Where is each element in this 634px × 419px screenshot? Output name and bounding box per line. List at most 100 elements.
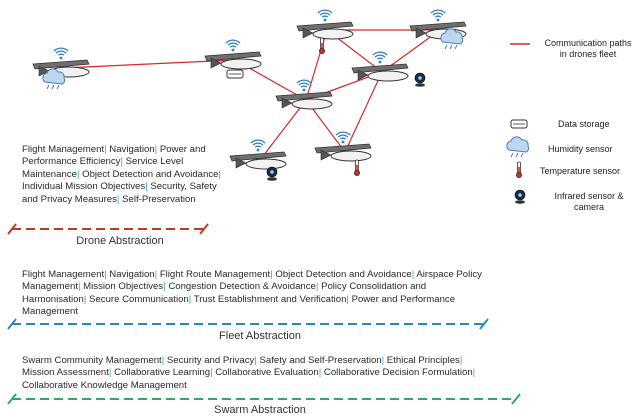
wifi-dot: [378, 60, 382, 64]
cloud-shape: [506, 136, 530, 153]
drone-wing: [314, 143, 372, 154]
camera-base: [415, 83, 425, 87]
drone-wing: [296, 21, 354, 32]
wifi-arc: [434, 15, 442, 18]
rain-drop: [46, 84, 50, 90]
wifi-arc: [229, 45, 237, 48]
fleet-function-item: Secure Communication: [89, 293, 189, 305]
thermo-bulb: [516, 171, 523, 178]
thermo-bulb: [353, 169, 360, 176]
wifi-arc: [250, 139, 266, 144]
separator-bar: |: [346, 293, 352, 305]
drone-body: [291, 98, 333, 110]
swarm-abstraction-title: Swarm Abstraction: [214, 404, 306, 416]
thermo-bulb: [318, 48, 325, 55]
swarm-function-item: Swarm Community Management: [22, 355, 162, 366]
separator-bar: |: [76, 168, 83, 180]
separator-bar: |: [154, 269, 160, 280]
fleet-abstraction-title: Fleet Abstraction: [219, 330, 301, 342]
swarm-function-item: Collaborative Knowledge Management: [22, 379, 187, 391]
separator-bar: |: [459, 355, 463, 366]
separator-bar: |: [108, 367, 115, 379]
communication-path: [259, 99, 307, 161]
separator-bar: |: [78, 281, 84, 293]
legend-humidity-icon: [506, 136, 530, 158]
drone-G: [229, 139, 287, 170]
boundary-tick: [7, 393, 17, 405]
legend-data-storage-label: Data storage: [558, 119, 610, 129]
separator-bar: |: [411, 269, 417, 280]
rain-drop: [520, 152, 524, 158]
swarm-function-item: Mission Assessment: [22, 367, 109, 379]
wifi-dot: [341, 140, 345, 144]
fleet-function-item: Mission Objectives: [83, 281, 164, 293]
drone-wing: [275, 91, 333, 102]
fleet-abstraction-functions: Flight Management| Navigation| Flight Ro…: [22, 269, 492, 319]
swarm-function-item: Security and Privacy: [166, 355, 255, 366]
legend-humidity-label: Humidity sensor: [548, 144, 613, 154]
drone-body: [367, 70, 409, 82]
separator-bar: |: [381, 355, 387, 366]
separator-bar: |: [104, 144, 110, 155]
legend-temperature-label: Temperature sensor: [540, 166, 621, 176]
drone-wing: [351, 63, 409, 74]
wifi-arc: [53, 47, 69, 52]
boundary-tick: [479, 318, 489, 330]
drone-abstraction-line: [7, 223, 209, 235]
separator-bar: |: [116, 193, 123, 205]
wifi-dot: [323, 18, 327, 22]
legend-infrared-label: Infrared sensor & camera: [554, 191, 624, 212]
fleet-function-item: Object Detection and Avoidance: [275, 269, 412, 280]
wifi-arc: [225, 39, 241, 44]
drone-function-item: Individual Mission Objectives: [22, 181, 146, 193]
swarm-function-item: Safety and Self-Preservation: [259, 355, 382, 366]
communication-path: [62, 59, 236, 69]
separator-bar: |: [145, 181, 151, 193]
cloud-shape: [42, 68, 66, 85]
drone-function-item: Service Level Maintenance: [22, 156, 184, 180]
drone-C: [296, 9, 354, 40]
swarm-abstraction-functions: Swarm Community Management| Security and…: [22, 355, 492, 392]
wifi-arc: [321, 15, 329, 18]
drone-abstraction-functions: Flight Management| Navigation| Power and…: [22, 144, 232, 206]
drone-abstraction-title: Drone Abstraction: [76, 235, 164, 247]
drone-function-item: Object Detection and Avoidance: [82, 168, 219, 180]
rain-drop: [449, 44, 453, 50]
separator-bar: |: [318, 367, 324, 379]
separator-bar: |: [270, 269, 276, 280]
separator-bar: |: [120, 156, 126, 168]
wifi-arc: [252, 142, 264, 146]
wifi-dot: [59, 56, 63, 60]
wifi-arc: [430, 9, 446, 14]
drone-function-item: Security, Safety and Privacy Measures: [22, 181, 217, 205]
wifi-icon: [53, 47, 69, 60]
wifi-arc: [254, 145, 262, 148]
drone-wing: [204, 51, 262, 62]
wifi-arc: [337, 134, 349, 138]
drone-tail: [38, 65, 50, 77]
wifi-arc: [432, 12, 444, 16]
wifi-arc: [317, 9, 333, 14]
drone-body: [245, 158, 287, 170]
rain-drop: [515, 152, 519, 158]
swarm-function-item: Collaborative Decision Formulation: [323, 367, 473, 379]
swarm-abstraction-line: [7, 393, 521, 405]
drone-wing: [409, 21, 467, 32]
rain-drop: [56, 84, 60, 90]
drone-B: [204, 39, 262, 70]
legend-temperature-icon: [516, 161, 523, 178]
drone-E: [351, 51, 409, 82]
wifi-arc: [57, 53, 65, 56]
separator-bar: |: [210, 367, 216, 379]
drone-F: [275, 79, 333, 110]
swarm-function-item: Ethical Principles: [386, 355, 460, 366]
separator-bar: |: [218, 168, 221, 180]
separator-bar: |: [315, 281, 322, 293]
thermo-fill: [518, 167, 520, 174]
fleet-function-item: Policy Consolidation and Harmonisation: [22, 281, 427, 305]
separator-bar: |: [472, 367, 476, 379]
data-storage-icon: [226, 69, 244, 79]
rain-drop: [444, 44, 448, 50]
camera-base: [267, 177, 277, 181]
